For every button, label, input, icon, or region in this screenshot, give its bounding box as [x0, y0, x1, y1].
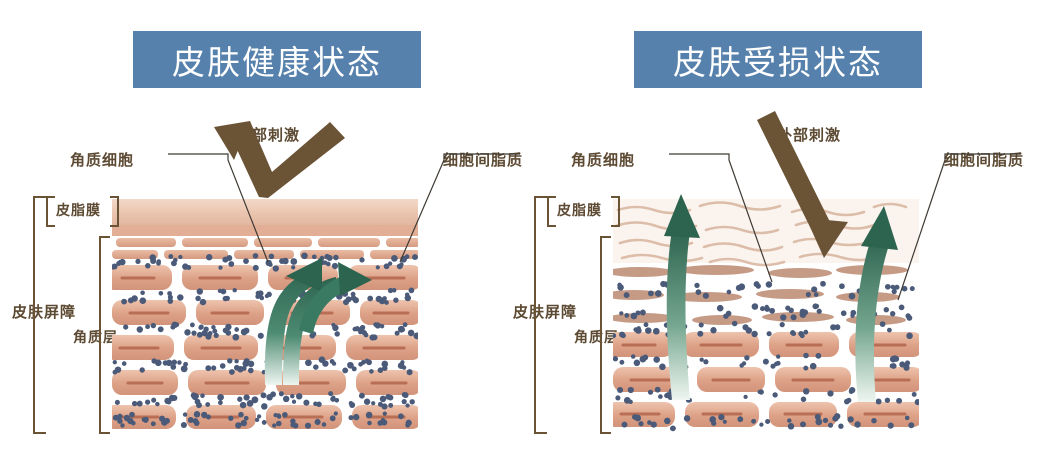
bracket-group-damaged [534, 196, 620, 434]
label-intercellular-lipid-damaged: 细胞间脂质 [944, 152, 1025, 169]
sebum-film-layer-healthy [112, 199, 418, 259]
panel-title-damaged-text: 皮肤受损状态 [673, 43, 883, 81]
intercellular-lipid-dots-healthy [112, 252, 418, 429]
label-stratum-corneum-damaged: 角质层 [574, 329, 619, 345]
bracket-group-healthy [33, 196, 119, 434]
label-intercellular-lipid-healthy: 细胞间脂质 [443, 152, 524, 169]
label-corneocyte-healthy: 角质细胞 [70, 152, 135, 169]
moisture-retention-arrow-healthy [264, 258, 372, 385]
label-skin-barrier-damaged: 皮肤屏障 [513, 304, 578, 321]
intercellular-lipid-dots-damaged [613, 280, 919, 432]
external-stimulus-arrow-damaged [757, 111, 848, 258]
label-sebum-film-healthy: 皮脂膜 [56, 202, 101, 218]
leader-lines-healthy [168, 153, 520, 263]
panel-title-healthy-text: 皮肤健康状态 [172, 43, 382, 81]
label-corneocyte-damaged: 角质细胞 [571, 152, 636, 169]
label-external-stimulus-damaged: 外部刺激 [777, 127, 842, 144]
moisture-loss-arrow-left-damaged [664, 194, 700, 400]
moisture-loss-arrow-right-damaged [855, 206, 898, 402]
panel-damaged-artwork [534, 111, 1021, 434]
panel-title-damaged: 皮肤受损状态 [634, 31, 922, 88]
label-stratum-corneum-healthy: 角质层 [73, 329, 118, 345]
panel-title-healthy: 皮肤健康状态 [133, 31, 421, 88]
label-sebum-film-damaged: 皮脂膜 [557, 202, 602, 218]
label-skin-barrier-healthy: 皮肤屏障 [12, 304, 77, 321]
panel-healthy-artwork [33, 121, 520, 434]
corneocyte-brick-wall-damaged [613, 332, 919, 427]
leader-lines-damaged [669, 153, 1021, 301]
external-stimulus-arrow-healthy [214, 121, 345, 198]
